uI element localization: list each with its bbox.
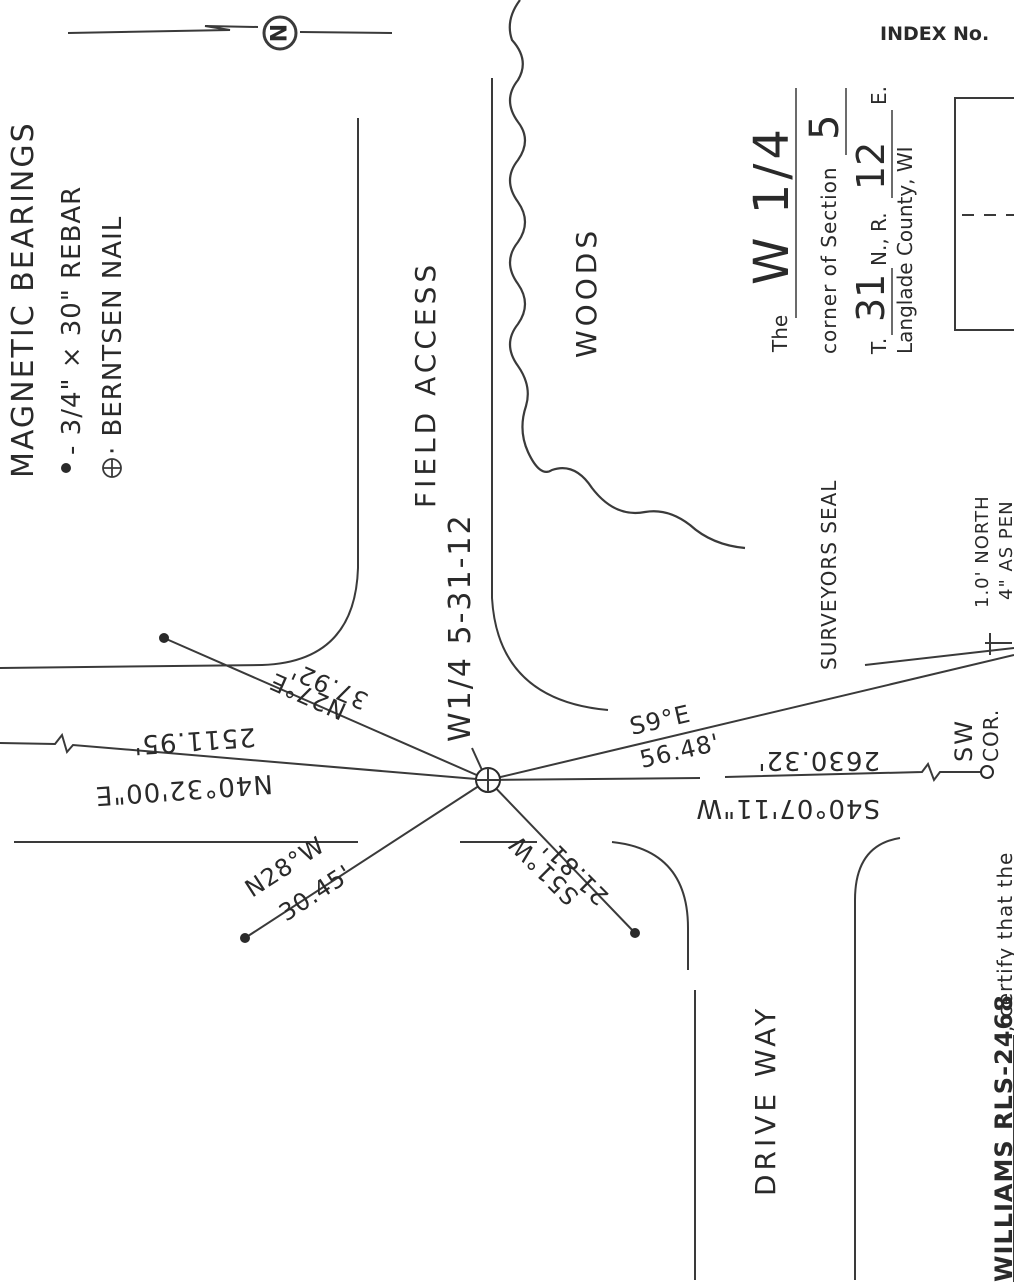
quarter-line-north (0, 732, 489, 781)
cert-the-word: The (768, 315, 792, 353)
rebar-marker-north (159, 633, 169, 643)
woods-label: WOODS (570, 227, 603, 358)
cert-certify-text: , certify that the (993, 852, 1014, 1032)
index-box (954, 97, 1014, 331)
north-arrow-circle (262, 15, 298, 51)
legend: MAGNETIC BEARINGS - 3/4" × 30" REBAR · B… (6, 121, 128, 478)
surveyors-seal-label: SURVEYORS SEAL (817, 480, 841, 670)
cert-corner-of-section: corner of Section (817, 166, 841, 354)
corner-label-leader (471, 747, 483, 771)
rebar-symbol-icon (61, 463, 71, 473)
cert-county: Langlade County, WI (893, 146, 917, 354)
legend-title: MAGNETIC BEARINGS (6, 121, 41, 478)
corner-nail-marker-icon (475, 767, 501, 793)
rebar-marker-south (630, 928, 640, 938)
cert-e-suffix: E. (867, 86, 891, 105)
north-arrow-letter: N (268, 24, 293, 42)
legend-nail-label: · BERNTSEN NAIL (98, 216, 128, 455)
certificate-block: The W 1/4 corner of Section 5 T. 31 N., … (744, 86, 1014, 1282)
field-access-edge-right (491, 78, 609, 711)
cert-surveyor-name: WILLIAMS RLS-2468 (990, 994, 1014, 1282)
tie-s9e-bearing: S9°E (627, 700, 693, 741)
south-line-bearing: S40°07'11"W (695, 793, 880, 823)
rebar-marker-west (240, 933, 250, 943)
offset-note-line1: 1.0' NORTH (972, 495, 993, 608)
north-arrow: N (67, 15, 393, 51)
quarter-line-south-b (724, 761, 982, 783)
field-access-label: FIELD ACCESS (409, 261, 442, 508)
cert-n-r-text: N., R. (867, 212, 891, 266)
berntsen-nail-symbol-icon (102, 458, 122, 478)
field-access-edge-left (0, 118, 359, 669)
woods-edge (508, 0, 746, 550)
index-block: INDEX No. (880, 23, 1014, 331)
driveway-edge-right (854, 837, 901, 1280)
north-line-distance: 2511.95' (132, 721, 256, 759)
tie-line-s51w (487, 779, 636, 934)
north-line-bearing: N40°32'00"E (94, 768, 274, 810)
quarter-line-south-a (487, 777, 701, 781)
road-edges (0, 78, 1014, 1280)
sw-corner-label-line2: COR. (979, 709, 1003, 762)
road-edge-right (864, 647, 1014, 666)
south-line-distance: 2630.32' (757, 745, 880, 775)
index-label: INDEX No. (880, 23, 989, 45)
cert-corner-name: W 1/4 (744, 125, 800, 285)
sw-corner-marker (980, 765, 994, 779)
cert-range: 12 (849, 142, 893, 190)
driveway-label: DRIVE WAY (749, 1005, 782, 1196)
offset-note-line2: 4" AS PEN (996, 500, 1014, 600)
driveway-edge-left (611, 841, 689, 970)
cert-t-prefix: T. (867, 338, 891, 355)
cert-section-number: 5 (802, 115, 848, 140)
tie-lines (0, 633, 1014, 939)
tie-line-n28w (244, 779, 489, 939)
cert-township: 31 (849, 274, 893, 322)
sw-corner-label-line1: SW (950, 719, 978, 762)
tie-line-s9e (487, 654, 1014, 781)
legend-rebar-label: - 3/4" × 30" REBAR (57, 186, 87, 455)
corner-label: W1/4 5-31-12 (443, 513, 478, 742)
tie-line-n27e (163, 637, 489, 781)
